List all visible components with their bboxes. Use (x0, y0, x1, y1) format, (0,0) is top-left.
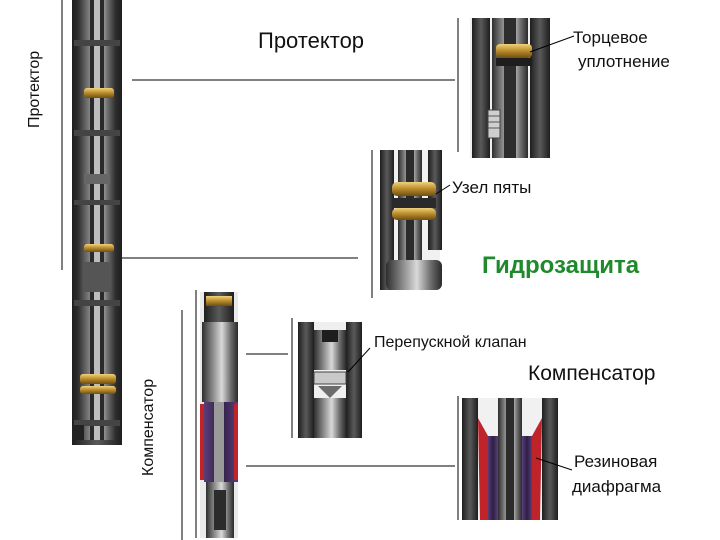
end-seal-label-line2: уплотнение (578, 52, 670, 71)
end-seal-drawing (470, 18, 575, 158)
thrust-bearing-drawing (380, 150, 451, 290)
bypass-valve-label: Перепускной клапан (374, 334, 527, 351)
end-seal-label-line1: Торцевое (573, 28, 648, 47)
diaphragm-label-line2: диафрагма (572, 477, 662, 496)
compensator-vertical-label: Компенсатор (140, 378, 157, 476)
diaphragm-label-line1: Резиновая (574, 452, 658, 471)
compensator-drawing (200, 292, 238, 538)
thrust-bearing-label: Узел пяты (452, 178, 532, 197)
protector-vertical-label: Протектор (26, 50, 43, 128)
protector-label: Протектор (258, 28, 365, 53)
compensator-label: Компенсатор (528, 362, 656, 385)
bypass-valve-drawing (298, 322, 371, 438)
diagram-title: Гидрозащита (482, 252, 640, 279)
main-assembly-drawing (72, 0, 122, 445)
rubber-diaphragm-drawing (462, 398, 573, 520)
